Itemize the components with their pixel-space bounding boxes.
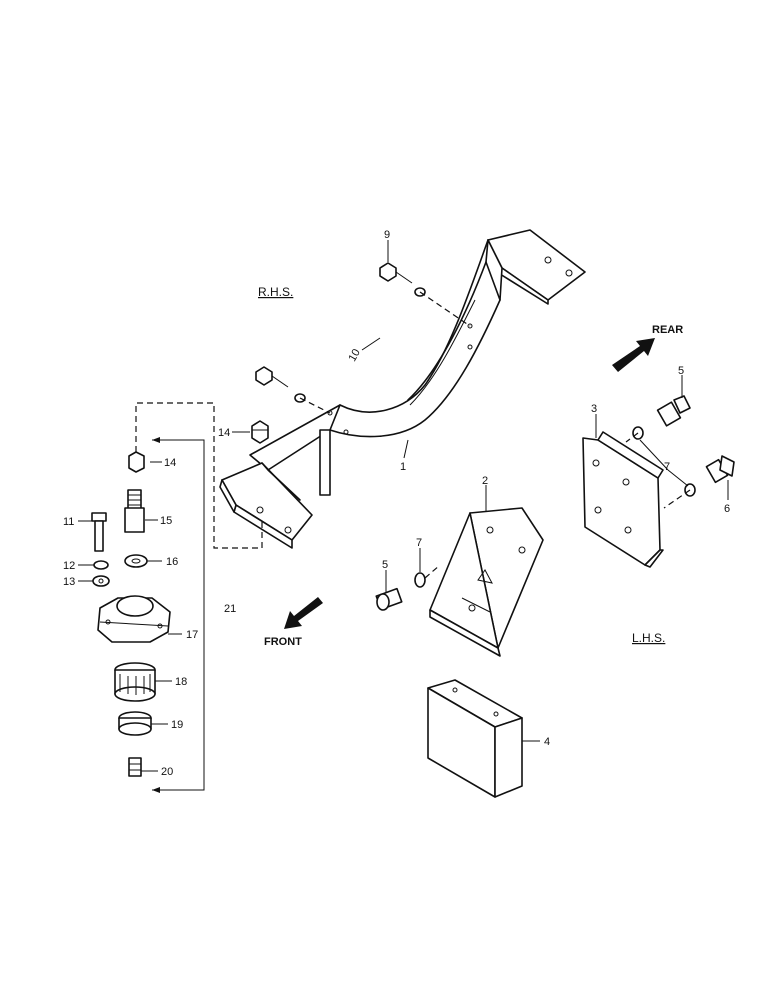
front-direction-arrow-icon	[284, 597, 323, 629]
part-2-support-bracket	[429, 507, 544, 657]
lhs-label: L.H.S.	[632, 631, 665, 645]
callout-5-rear: 5	[678, 365, 684, 377]
fastener-group-5-7-front	[375, 564, 441, 611]
callout-6: 6	[724, 503, 730, 515]
nut-14-upper	[251, 420, 269, 444]
callout-13: 13	[63, 576, 75, 588]
part-1-crossmember-bracket	[219, 229, 586, 549]
rear-label: REAR	[652, 324, 683, 336]
callout-17: 17	[186, 629, 198, 641]
front-label: FRONT	[264, 636, 302, 648]
callout-19: 19	[171, 719, 183, 731]
fastener-group-9-10	[255, 262, 471, 414]
callout-12: 12	[63, 560, 75, 572]
fastener-group-5-6-7-rear	[625, 395, 735, 509]
callout-20: 20	[161, 766, 173, 778]
callout-21: 21	[224, 603, 236, 615]
rhs-label: R.H.S.	[258, 285, 293, 299]
callout-10: 10	[346, 347, 363, 364]
part-3-side-plate	[582, 431, 664, 568]
callout-4: 4	[544, 736, 550, 748]
assembly-reference-lines	[135, 402, 263, 793]
callout-5-front: 5	[382, 559, 388, 571]
callout-7-front: 7	[416, 537, 422, 549]
callout-14-upper: 14	[218, 427, 230, 439]
callout-11: 11	[63, 516, 74, 528]
mount-assembly-stack	[91, 451, 171, 777]
callout-9: 9	[384, 229, 390, 241]
part-4-block	[427, 679, 523, 798]
callout-7-rear: 7	[664, 461, 670, 473]
callout-15: 15	[160, 515, 172, 527]
callout-1: 1	[400, 461, 406, 473]
callout-18: 18	[175, 676, 187, 688]
callout-3: 3	[591, 403, 597, 415]
callout-16: 16	[166, 556, 178, 568]
leader-lines	[78, 240, 729, 772]
rear-direction-arrow-icon	[612, 338, 655, 372]
callout-2: 2	[482, 475, 488, 487]
callout-14-lower: 14	[164, 457, 176, 469]
